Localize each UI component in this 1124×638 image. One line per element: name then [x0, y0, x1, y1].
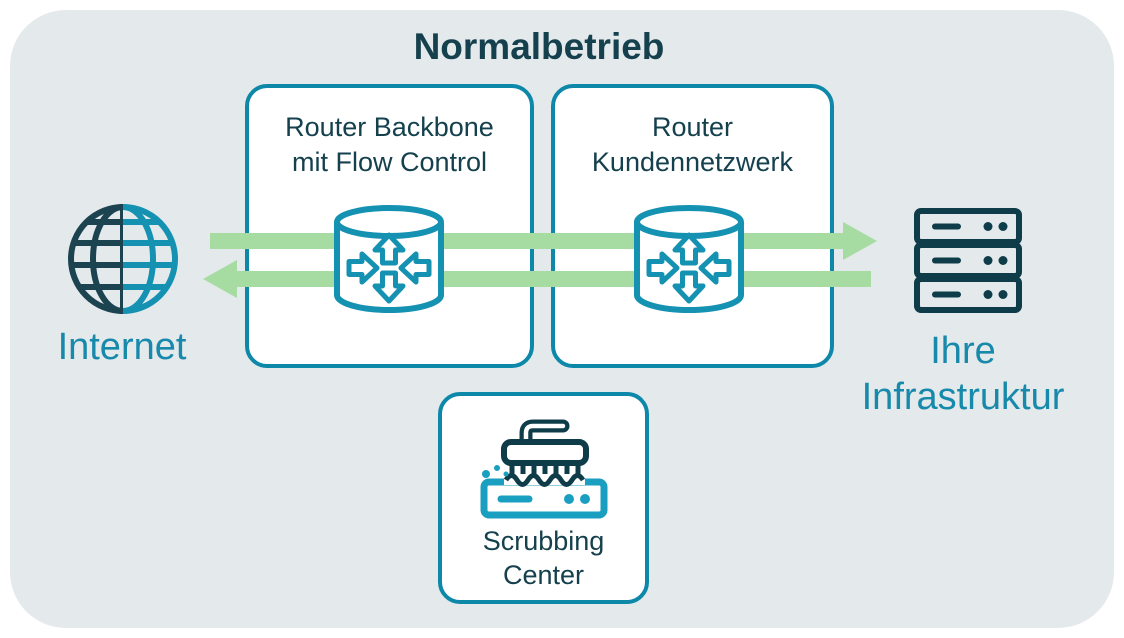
router-backbone-label-line2: mit Flow Control: [291, 147, 488, 177]
router-icon: [334, 205, 444, 313]
node-scrubbing-center: Scrubbing Center: [438, 392, 649, 604]
scrubbing-center-label: Scrubbing Center: [442, 524, 645, 592]
infrastructure-label: Ihre Infrastruktur: [813, 328, 1113, 420]
router-backbone-label-line1: Router Backbone: [285, 112, 494, 142]
infrastructure-label-line2: Infrastruktur: [861, 376, 1065, 418]
router-backbone-label: Router Backbone mit Flow Control: [249, 110, 530, 180]
scrubbing-center-label-line2: Center: [502, 560, 585, 590]
infrastructure-label-line1: Ihre: [930, 330, 996, 372]
scrubbing-center-label-line1: Scrubbing: [482, 526, 605, 556]
scrubbing-brush-icon: [480, 419, 607, 519]
router-customer-label-line2: Kundennetzwerk: [591, 147, 794, 177]
router-icon: [634, 205, 744, 313]
internet-label: Internet: [57, 326, 187, 368]
globe-icon: [68, 204, 178, 314]
diagram-title: Normalbetrieb: [413, 26, 665, 67]
router-customer-label: Router Kundennetzwerk: [555, 110, 830, 180]
router-customer-label-line1: Router: [651, 112, 734, 142]
server-rack-icon: [914, 208, 1022, 313]
